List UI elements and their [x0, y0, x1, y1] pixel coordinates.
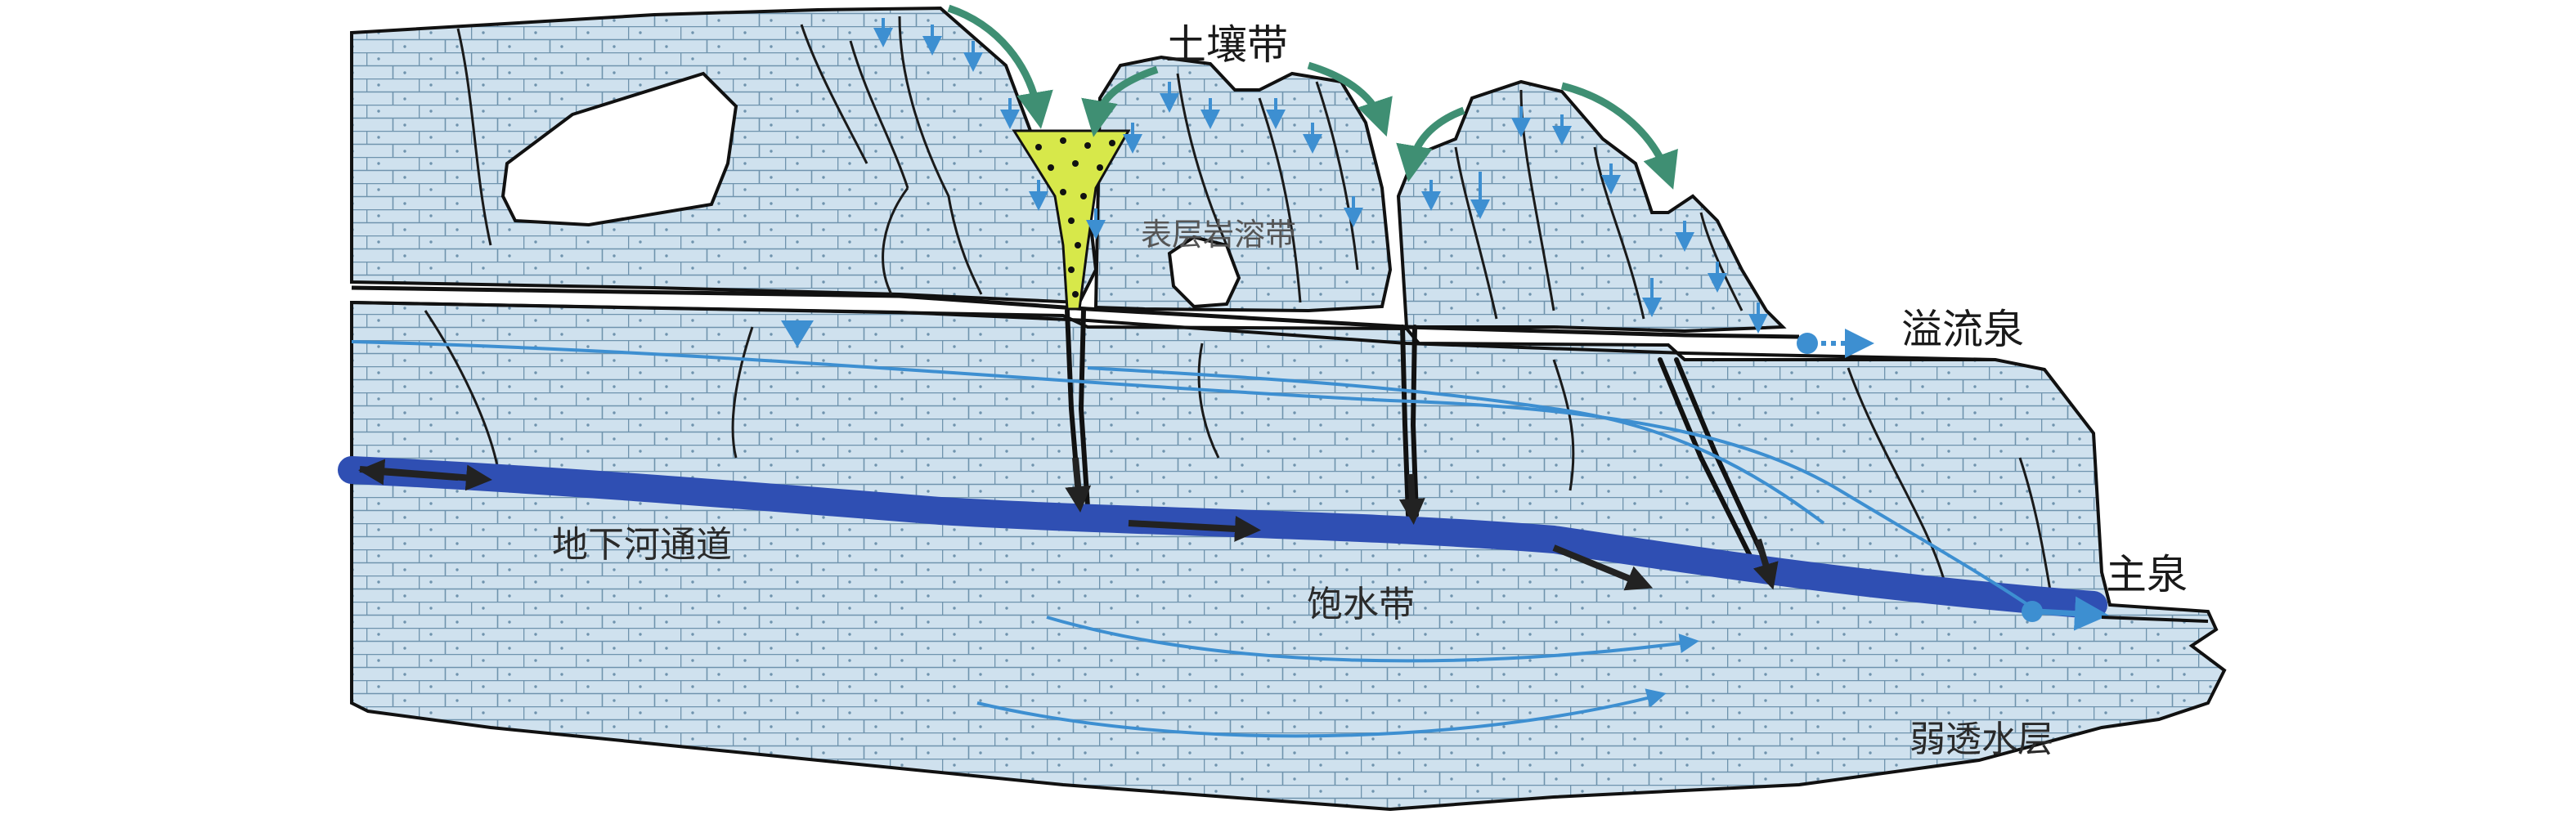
overflow-spring-label: 溢流泉	[1901, 306, 2024, 353]
overflow-spring-outlet-icon	[1797, 333, 1818, 354]
groundwater-flow-lines	[351, 340, 2030, 738]
bedding-plane	[351, 285, 1800, 339]
cave-void-large	[500, 71, 738, 227]
epikarst-block-right	[1396, 79, 1787, 334]
soil-zone-label: 土壤带	[1165, 21, 1288, 69]
infiltration-arrows	[873, 18, 1768, 334]
water-table-marker-icon	[781, 320, 814, 347]
underground-river-channel-label: 地下河通道	[552, 524, 732, 566]
epikarst-zone-label: 表层岩溶带	[1141, 217, 1297, 253]
overland-flow-arrows	[947, 4, 1678, 190]
saturated-rock-body	[350, 300, 2227, 812]
main-spring-label: 主泉	[2106, 551, 2188, 598]
soil-particles	[1035, 137, 1115, 298]
cave-void-small	[1167, 235, 1241, 309]
epikarst-block-mid	[1093, 55, 1393, 313]
main-spring-outlet-icon	[2022, 601, 2043, 622]
saturated-zone-label: 饱水带	[1307, 584, 1415, 625]
aquitard-label: 弱透水层	[1910, 719, 2053, 760]
channel-flow-arrows	[358, 457, 1779, 591]
